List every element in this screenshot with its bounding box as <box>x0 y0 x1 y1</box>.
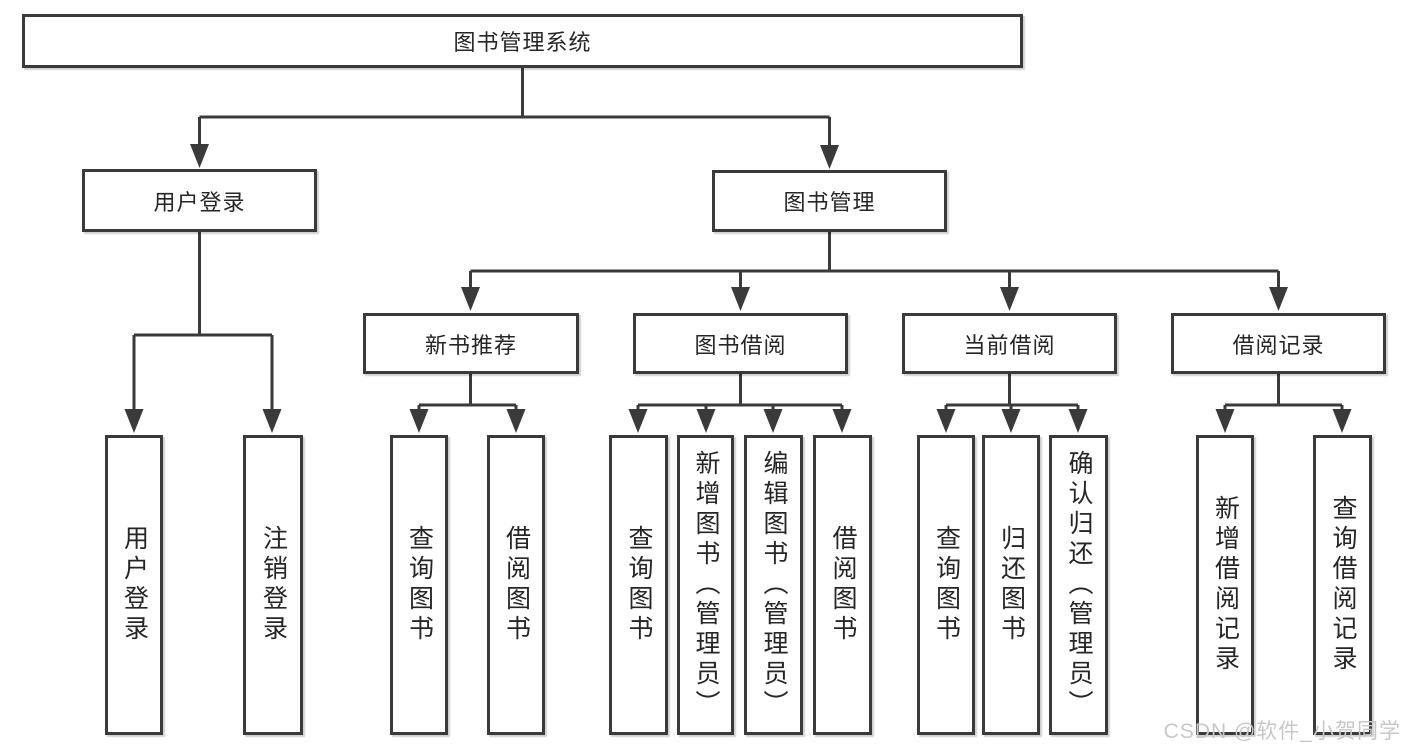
leaf-logout-login-label: 注销登录 <box>259 525 288 645</box>
leaf-return-book: 归还图书 <box>982 435 1040 735</box>
arrowheads <box>124 144 1352 433</box>
leaf-add-borrow-record-label: 新增借阅记录 <box>1211 495 1240 675</box>
leaf-return-book-label: 归还图书 <box>997 525 1026 645</box>
arrowhead <box>124 409 144 433</box>
leaf-confirm-return-admin: 确认归还（管理员） <box>1049 435 1108 735</box>
leaf-add-borrow-record: 新增借阅记录 <box>1196 435 1254 735</box>
arrowhead <box>696 409 716 433</box>
node-new-book-recommend: 新书推荐 <box>363 313 579 374</box>
leaf-borrow-book-borrowing-label: 借阅图书 <box>829 525 857 645</box>
connector-newbook-to-leaves <box>417 374 518 414</box>
arrowhead <box>409 409 429 433</box>
leaf-query-book-recommend-label: 查询图书 <box>405 525 434 645</box>
connector-userlogin-to-leaves <box>132 232 274 412</box>
arrowhead <box>936 409 956 433</box>
leaf-borrow-book-borrowing: 借阅图书 <box>813 435 872 735</box>
node-current-borrowing: 当前借阅 <box>902 313 1117 374</box>
node-new-book-recommend-label: 新书推荐 <box>424 332 517 358</box>
connector-paths <box>132 68 1344 414</box>
leaf-query-borrow-record-label: 查询借阅记录 <box>1329 495 1357 675</box>
connector-records-to-leaves <box>1223 374 1344 414</box>
arrowhead <box>1001 409 1021 433</box>
node-book-management: 图书管理 <box>712 170 947 232</box>
connector-bookmgmt-to-level3 <box>469 232 1280 290</box>
leaf-borrow-book-recommend-label: 借阅图书 <box>502 525 531 645</box>
arrowhead <box>1068 409 1088 433</box>
leaf-query-book-current: 查询图书 <box>917 435 975 735</box>
arrowhead <box>628 409 648 433</box>
leaf-add-book-admin-label: 新增图书（管理员） <box>692 450 720 720</box>
leaf-query-borrow-record: 查询借阅记录 <box>1313 435 1372 735</box>
arrowhead <box>820 145 839 169</box>
arrowhead <box>1332 409 1352 433</box>
arrowhead <box>190 144 209 168</box>
leaf-query-book-recommend: 查询图书 <box>390 435 448 735</box>
leaf-logout-login: 注销登录 <box>243 435 303 735</box>
leaf-query-book-current-label: 查询图书 <box>932 525 961 645</box>
leaf-add-book-admin: 新增图书（管理员） <box>677 435 734 735</box>
arrowhead <box>731 287 750 311</box>
leaf-edit-book-admin-label: 编辑图书（管理员） <box>760 450 788 720</box>
node-book-borrowing-label: 图书借阅 <box>694 332 787 358</box>
arrowhead <box>461 287 480 311</box>
leaf-confirm-return-admin-label: 确认归还（管理员） <box>1065 450 1093 720</box>
node-root: 图书管理系统 <box>22 14 1023 68</box>
leaf-borrow-book-recommend: 借阅图书 <box>487 435 545 735</box>
arrowhead <box>506 409 526 433</box>
arrowhead <box>832 409 852 433</box>
node-user-login: 用户登录 <box>82 169 317 232</box>
arrowhead <box>1269 287 1288 311</box>
connector-current-to-leaves <box>944 374 1080 414</box>
node-borrowing-records-label: 借阅记录 <box>1232 332 1325 358</box>
node-borrowing-records: 借阅记录 <box>1171 313 1386 374</box>
node-book-management-label: 图书管理 <box>783 190 876 215</box>
arrowhead <box>1215 409 1235 433</box>
node-current-borrowing-label: 当前借阅 <box>963 332 1056 358</box>
node-root-label: 图书管理系统 <box>453 30 592 55</box>
node-book-borrowing: 图书借阅 <box>633 313 848 374</box>
arrowhead <box>763 409 783 433</box>
csdn-watermark: CSDN @软件_小贺同学 <box>1163 720 1401 743</box>
connector-root-to-level2 <box>198 68 831 147</box>
leaf-user-login-label: 用户登录 <box>120 525 149 645</box>
leaf-query-book-borrowing-label: 查询图书 <box>625 525 653 645</box>
connector-borrow-to-leaves <box>636 374 844 414</box>
arrowhead <box>1000 287 1019 311</box>
leaf-query-book-borrowing: 查询图书 <box>609 435 668 735</box>
leaf-user-login: 用户登录 <box>105 435 163 735</box>
arrowhead <box>262 409 282 433</box>
node-user-login-label: 用户登录 <box>153 189 246 215</box>
leaf-edit-book-admin: 编辑图书（管理员） <box>744 435 803 735</box>
